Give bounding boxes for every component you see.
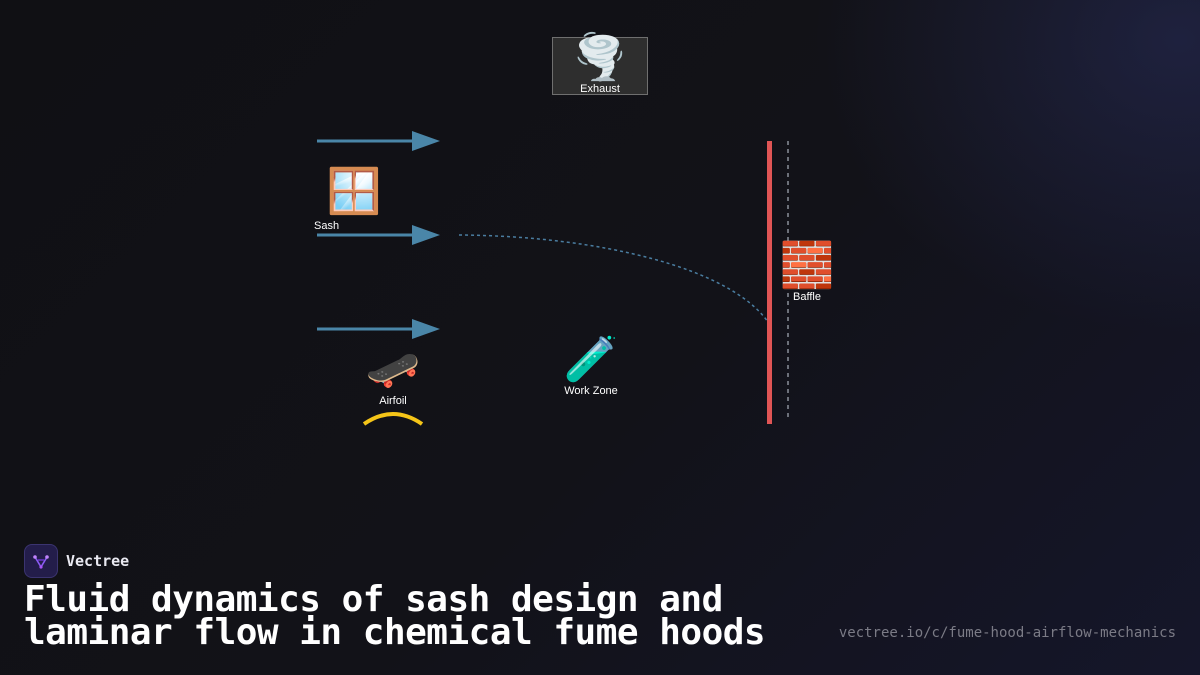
flow-arrow-bottom bbox=[317, 319, 440, 339]
sash-label: Sash bbox=[314, 220, 340, 232]
baffle-node: 🧱 Baffle bbox=[779, 242, 835, 304]
exhaust-box bbox=[552, 37, 648, 95]
brand-name: Vectree bbox=[66, 552, 130, 570]
airflow-streamline bbox=[458, 234, 769, 323]
exhaust-label: Exhaust bbox=[580, 83, 620, 95]
exhaust-node: 🌪️ Exhaust bbox=[550, 34, 650, 96]
baffle-wall bbox=[767, 141, 772, 424]
flow-arrow-middle bbox=[317, 225, 440, 245]
airfoil-label: Airfoil bbox=[379, 395, 407, 407]
window-icon: 🪟 bbox=[326, 166, 382, 217]
airfoil-arc bbox=[362, 412, 424, 426]
work-zone-node: 🧪 Work Zone bbox=[555, 336, 627, 398]
skateboard-icon: 🛹 bbox=[365, 344, 421, 395]
source-url[interactable]: vectree.io/c/fume-hood-airflow-mechanics bbox=[838, 625, 1176, 641]
page-title: Fluid dynamics of sash design and lamina… bbox=[24, 579, 766, 653]
tornado-icon: 🌪️ bbox=[572, 32, 628, 83]
sash-node: 🪟 bbox=[326, 168, 382, 216]
brand[interactable]: Vectree bbox=[24, 544, 129, 578]
flow-arrow-top bbox=[317, 131, 440, 151]
brick-icon: 🧱 bbox=[779, 240, 835, 291]
vectree-logo-icon bbox=[24, 544, 58, 578]
baffle-label: Baffle bbox=[793, 291, 821, 303]
airfoil-node: 🛹 Airfoil bbox=[363, 346, 423, 408]
work-zone-label: Work Zone bbox=[564, 385, 618, 397]
test-tube-icon: 🧪 bbox=[563, 334, 619, 385]
